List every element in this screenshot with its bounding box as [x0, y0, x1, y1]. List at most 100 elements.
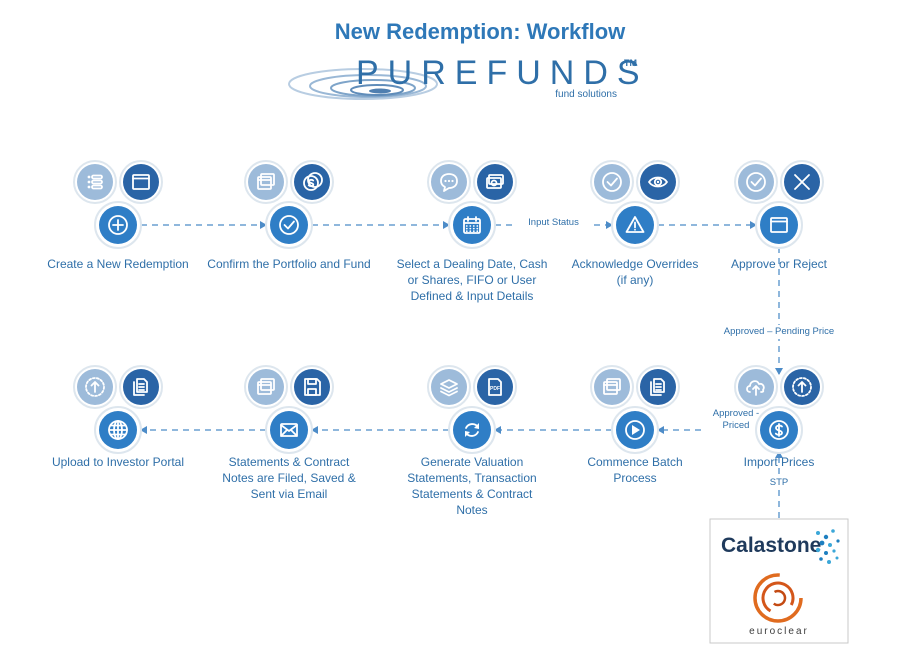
step-generate-node — [448, 406, 496, 454]
window-icon — [132, 174, 150, 190]
step-upload-secondary-1 — [73, 365, 117, 409]
step-label-line: Confirm the Portfolio and Fund — [207, 257, 370, 271]
euroclear-logo-text: euroclear — [749, 626, 809, 637]
step-confirm-secondary-2 — [290, 160, 334, 204]
partner-calastone: Calastone — [721, 529, 840, 564]
window-icon — [770, 217, 788, 233]
connector-label-line: Input Status — [528, 217, 579, 228]
step-label-line: Notes — [456, 503, 487, 517]
close-icon — [794, 174, 810, 190]
connector-label: Approved – Pending Price — [724, 326, 834, 337]
step-label-line: Commence Batch — [587, 455, 682, 469]
step-acknowledge-secondary-2 — [636, 160, 680, 204]
diagram-title: New Redemption: Workflow — [335, 19, 626, 44]
upload-icon — [792, 377, 812, 397]
euroclear-logo-icon — [753, 573, 803, 623]
connector-label-line: Approved – Pending Price — [724, 326, 834, 337]
logo-trademark: TM — [624, 58, 637, 68]
step-create-secondary-1 — [73, 160, 117, 204]
step-generate-secondary-2: PDF — [473, 365, 517, 409]
globe-icon — [108, 420, 128, 440]
upload-icon — [85, 377, 105, 397]
step-label-line: Statements & Contract — [412, 487, 533, 501]
refresh-icon — [465, 423, 479, 437]
pdf-icon: PDF — [488, 378, 502, 396]
connector-label-line: Priced — [723, 420, 750, 431]
connector-label-line: Approved - — [713, 408, 759, 419]
step-label-line: Sent via Email — [251, 487, 328, 501]
floppy-disk-icon — [304, 378, 321, 396]
cloud-upload-icon — [746, 380, 765, 396]
warning-icon — [625, 216, 645, 233]
step-batch-secondary-1 — [590, 365, 634, 409]
connector-label-line: STP — [770, 477, 788, 488]
step-label-line: Create a New Redemption — [47, 257, 188, 271]
step-confirm-secondary-1 — [244, 160, 288, 204]
plus-icon — [108, 215, 128, 235]
step-filed-secondary-2 — [290, 365, 334, 409]
documents-icon — [650, 378, 665, 396]
step-approve: Approve or Reject — [731, 160, 828, 271]
step-select-secondary-1 — [427, 160, 471, 204]
calendar-icon — [463, 216, 481, 234]
step-label: Acknowledge Overrides(if any) — [572, 257, 699, 287]
connector-label: Input Status — [528, 217, 579, 228]
step-upload-node — [94, 406, 142, 454]
step-acknowledge: Acknowledge Overrides(if any) — [572, 160, 699, 287]
calastone-logo-icon — [815, 529, 840, 564]
step-batch-secondary-2 — [636, 365, 680, 409]
dollar-icon — [769, 420, 789, 440]
step-create: Create a New Redemption — [47, 160, 189, 271]
step-label: Create a New Redemption — [47, 257, 188, 271]
step-filed-secondary-1 — [244, 365, 288, 409]
stacked-windows-icon — [603, 378, 621, 395]
step-acknowledge-node — [611, 201, 659, 249]
step-import-secondary-2 — [780, 365, 824, 409]
logo-tagline: fund solutions — [555, 89, 617, 100]
checkmark-icon — [602, 172, 622, 192]
step-label: Upload to Investor Portal — [52, 455, 184, 469]
step-filed-node — [265, 406, 313, 454]
step-label-line: Import Prices — [744, 455, 815, 469]
envelope-icon — [280, 423, 298, 437]
connector-label: STP — [770, 477, 788, 488]
step-label-line: Select a Dealing Date, Cash — [397, 257, 548, 271]
step-create-node — [94, 201, 142, 249]
logo-wordmark: PUREFUNDS — [356, 54, 649, 92]
step-confirm: Confirm the Portfolio and Fund — [207, 160, 371, 271]
step-label-line: Process — [613, 471, 656, 485]
step-label: Approve or Reject — [731, 257, 828, 271]
logo-swirl-icon — [288, 68, 438, 100]
purefunds-logo: PUREFUNDS TM fund solutions — [288, 54, 649, 100]
partner-euroclear: euroclear — [749, 573, 809, 637]
cash-icon — [486, 174, 504, 189]
eye-icon — [648, 176, 668, 188]
step-upload-secondary-2 — [119, 365, 163, 409]
step-label-line: Acknowledge Overrides — [572, 257, 699, 271]
step-approve-secondary-1 — [734, 160, 778, 204]
step-label-line: Upload to Investor Portal — [52, 455, 184, 469]
step-acknowledge-secondary-1 — [590, 160, 634, 204]
checkmark-icon — [746, 172, 766, 192]
list-icon — [87, 174, 103, 190]
play-icon — [625, 420, 645, 440]
checkmark-icon — [279, 215, 299, 235]
step-create-secondary-2 — [119, 160, 163, 204]
step-label-line: Defined & Input Details — [411, 289, 534, 303]
calastone-logo-text: Calastone — [721, 534, 821, 557]
step-approve-node — [755, 201, 803, 249]
stacked-windows-icon — [257, 378, 275, 395]
step-label-line: Generate Valuation — [421, 455, 524, 469]
step-label: Confirm the Portfolio and Fund — [207, 257, 370, 271]
coins-icon — [303, 172, 323, 191]
partner-box: Calastone euroclear — [709, 518, 849, 644]
steps: Create a New Redemption Confirm the Portf… — [47, 160, 828, 517]
